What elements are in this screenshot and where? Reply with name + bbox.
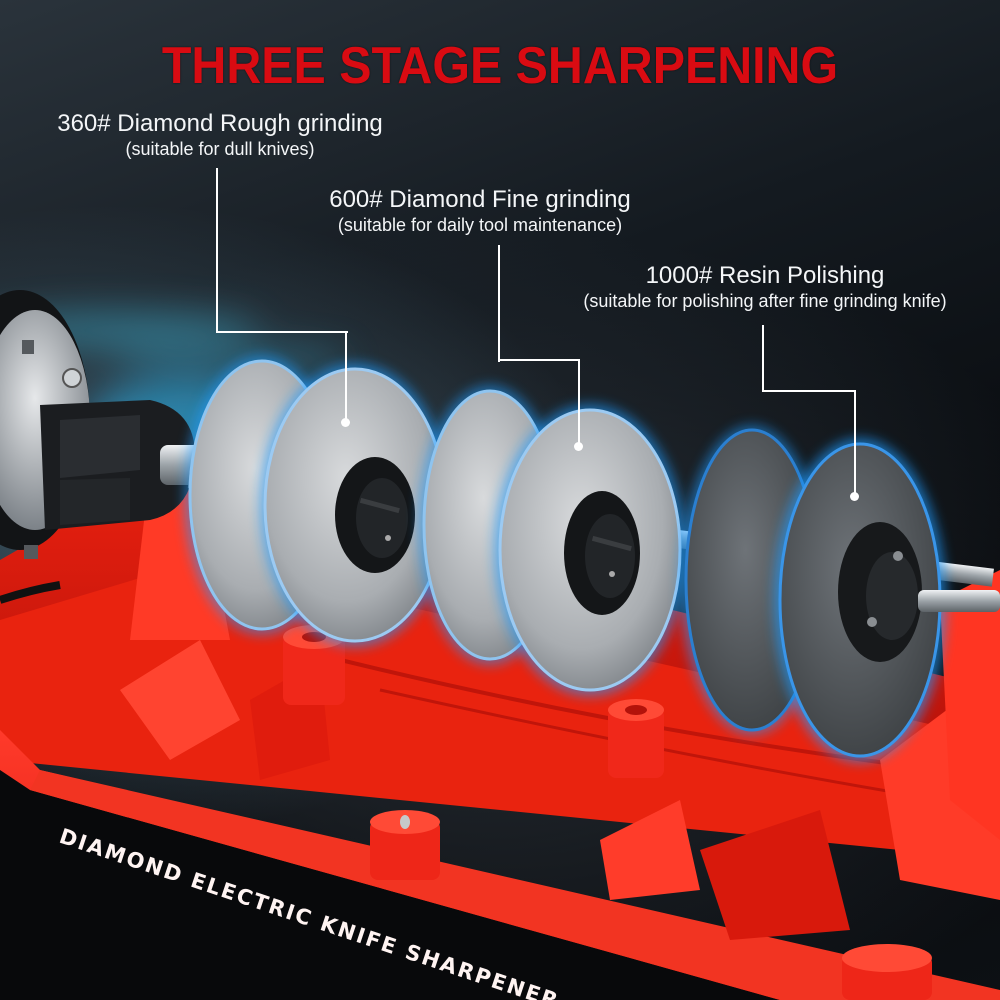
callout-dot-stage-1 xyxy=(341,418,350,427)
callout-dot-stage-2 xyxy=(574,442,583,451)
wheel-set-600 xyxy=(418,385,686,696)
page-title: THREE STAGE SHARPENING xyxy=(161,37,839,95)
leader-line-stage-1 xyxy=(345,331,347,423)
stage-2-label: 600# Diamond Fine grinding xyxy=(329,186,631,213)
leader-line-stage-3 xyxy=(762,390,856,392)
leader-line-stage-1 xyxy=(216,331,348,333)
callout-stage-2: 600# Diamond Fine grinding (suitable for… xyxy=(290,186,670,236)
stage-2-description: (suitable for daily tool maintenance) xyxy=(337,215,623,235)
leader-line-stage-3 xyxy=(854,390,856,497)
wheel-set-360 xyxy=(184,355,450,647)
callout-stage-1: 360# Diamond Rough grinding (suitable fo… xyxy=(20,110,420,160)
stage-1-label: 360# Diamond Rough grinding xyxy=(57,110,383,137)
callout-dot-stage-3 xyxy=(850,492,859,501)
leader-line-stage-1 xyxy=(216,168,218,333)
leader-line-stage-2 xyxy=(498,245,500,362)
stage-1-description: (suitable for dull knives) xyxy=(125,139,315,159)
leader-line-stage-2 xyxy=(498,359,580,361)
wheel-set-1000 xyxy=(680,425,1000,762)
leader-line-stage-3 xyxy=(762,325,764,392)
stage-3-description: (suitable for polishing after fine grind… xyxy=(583,291,947,311)
stage-3-label: 1000# Resin Polishing xyxy=(645,262,885,289)
mounting-posts xyxy=(283,625,932,1000)
leader-line-stage-2 xyxy=(578,359,580,447)
motor xyxy=(0,290,205,604)
callout-stage-3: 1000# Resin Polishing (suitable for poli… xyxy=(530,262,1000,312)
